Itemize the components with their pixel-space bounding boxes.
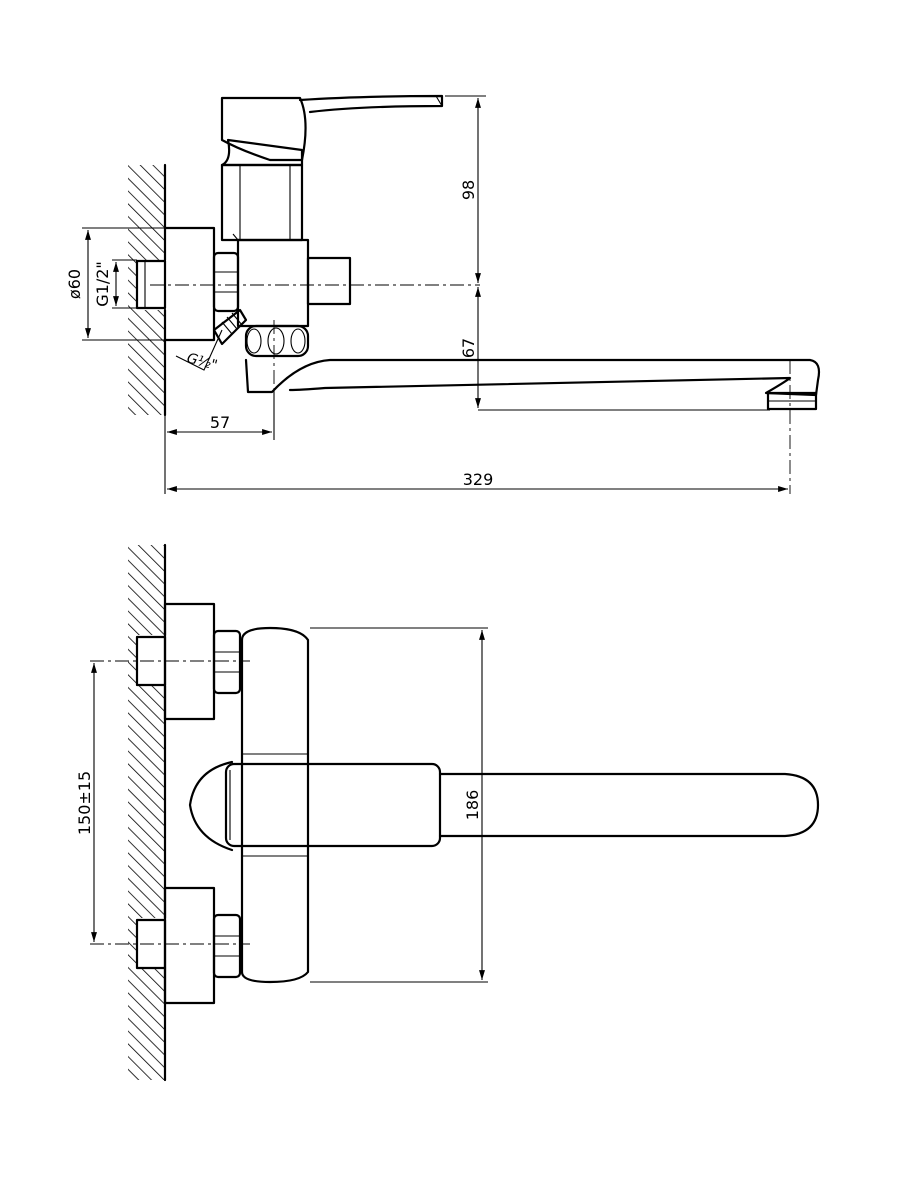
- side-inlet-pipe: [135, 259, 167, 310]
- dim-total-length-label: 329: [463, 470, 494, 489]
- side-escutcheon: [163, 226, 216, 342]
- side-mixer-body: [232, 233, 352, 328]
- dim-height-top: 98: [445, 95, 486, 283]
- dim-height-spout-label: 67: [459, 338, 478, 358]
- side-handle-lever: [220, 94, 444, 162]
- front-wall: [128, 543, 167, 1082]
- dim-wall-offset-label: 57: [210, 413, 230, 432]
- dim-body-height: 186: [310, 627, 488, 983]
- front-spout: [438, 772, 820, 838]
- side-wall: [128, 163, 167, 417]
- dim-inlet-spacing: 150±15: [75, 663, 97, 942]
- front-handle: [188, 760, 442, 852]
- front-view: 150±15 186: [75, 543, 820, 1082]
- side-spout-collar: [244, 324, 310, 358]
- dim-body-height-label: 186: [463, 790, 482, 821]
- dim-thread-main: G1/2": [93, 259, 137, 309]
- side-cartridge: [220, 138, 304, 242]
- dim-total-length: 329: [167, 470, 788, 492]
- dim-height-top-label: 98: [459, 180, 478, 200]
- dim-thread-main-label: G1/2": [93, 261, 112, 307]
- dim-thread-shower-label: G½": [185, 350, 219, 373]
- side-hex-nut: [212, 251, 240, 313]
- dim-outlet-dia-label: ø60: [65, 269, 84, 299]
- side-spout: [244, 358, 821, 411]
- front-mixer-body: [240, 626, 310, 984]
- dim-thread-shower: G½": [175, 329, 223, 374]
- dim-outlet-dia: ø60: [65, 227, 165, 341]
- dim-wall-offset: 57: [164, 390, 275, 494]
- dim-height-spout: 67: [459, 287, 770, 411]
- dim-inlet-spacing-label: 150±15: [75, 771, 94, 835]
- side-view: ø60 G1/2" G½" 98 67: [65, 94, 821, 494]
